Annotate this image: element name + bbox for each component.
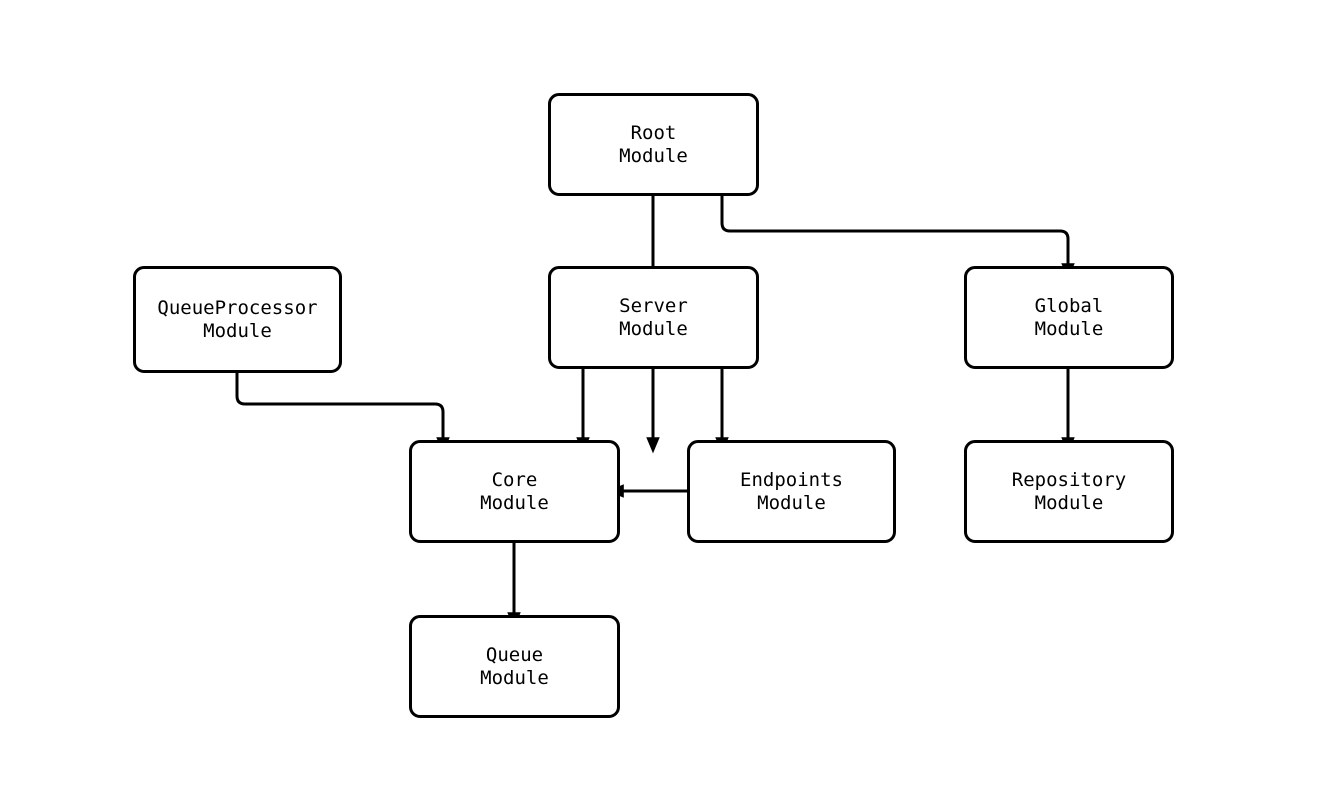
node-server-label-line2: Module bbox=[619, 317, 688, 340]
node-queue[interactable]: Queue Module bbox=[409, 615, 620, 718]
node-global[interactable]: Global Module bbox=[964, 266, 1174, 369]
node-root-label-line2: Module bbox=[619, 144, 688, 167]
node-queueprocessor-label-line1: QueueProcessor bbox=[157, 296, 318, 319]
node-queue-label-line2: Module bbox=[480, 666, 549, 689]
node-root[interactable]: Root Module bbox=[548, 93, 759, 196]
node-endpoints-label-line1: Endpoints bbox=[740, 468, 843, 491]
node-global-label-line2: Module bbox=[1034, 317, 1104, 340]
node-repository[interactable]: Repository Module bbox=[964, 440, 1174, 543]
node-server-label-line1: Server bbox=[619, 294, 688, 317]
node-server[interactable]: Server Module bbox=[548, 266, 759, 369]
node-repository-label-line2: Module bbox=[1034, 491, 1104, 514]
edge-root-to-global bbox=[720, 196, 1075, 280]
node-endpoints[interactable]: Endpoints Module bbox=[687, 440, 896, 543]
edge-queueprocessor-to-core bbox=[235, 373, 450, 454]
node-endpoints-label-line2: Module bbox=[757, 491, 826, 514]
node-queue-label-line1: Queue bbox=[485, 643, 544, 666]
node-core[interactable]: Core Module bbox=[409, 440, 620, 543]
node-global-label-line1: Global bbox=[1034, 294, 1104, 317]
node-queueprocessor-label-line2: Module bbox=[203, 319, 272, 342]
node-root-label-line1: Root bbox=[630, 121, 677, 144]
node-core-label-line2: Module bbox=[480, 491, 549, 514]
node-queueprocessor[interactable]: QueueProcessor Module bbox=[133, 266, 342, 373]
node-repository-label-line1: Repository bbox=[1011, 468, 1127, 491]
node-core-label-line1: Core bbox=[491, 468, 538, 491]
